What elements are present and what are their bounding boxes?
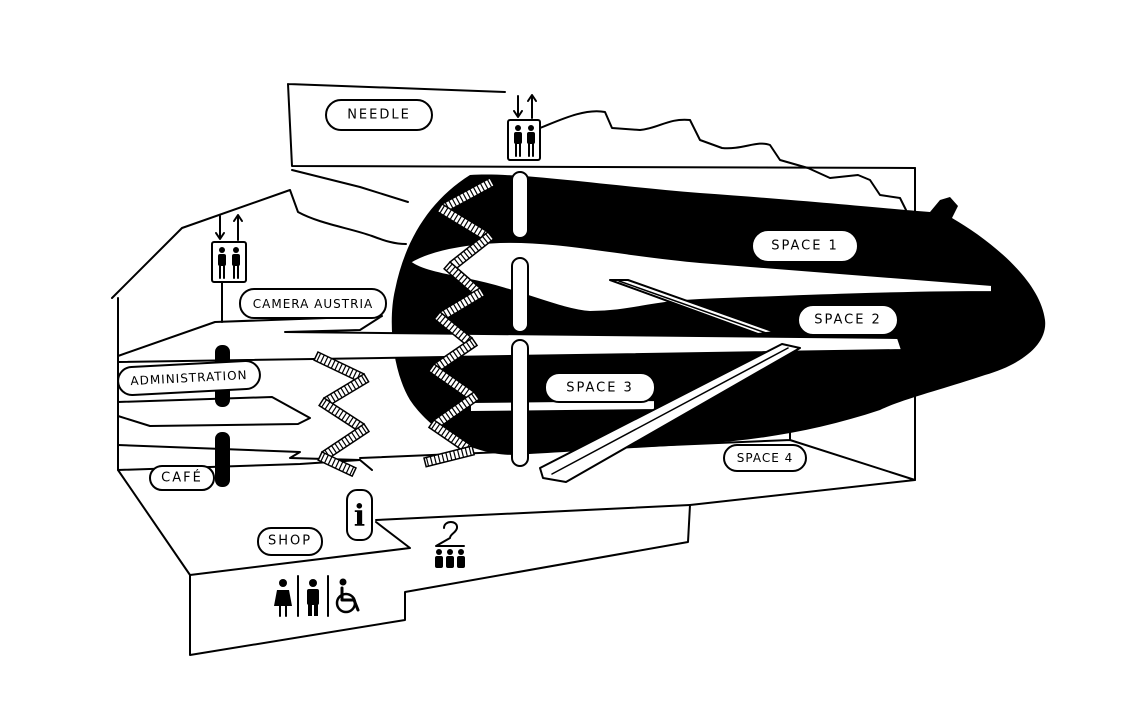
label-space-4-text: SPACE 4 xyxy=(737,451,794,465)
camera-austria-space-2-floor xyxy=(117,315,903,363)
label-shop-text: SHOP xyxy=(268,534,312,549)
stair-flight xyxy=(322,372,370,407)
needle-roof-wave xyxy=(539,110,907,211)
central-staircase xyxy=(423,176,496,468)
elevator-icon xyxy=(211,214,247,283)
info-line xyxy=(375,504,691,521)
elevator-shaft-lower xyxy=(215,432,230,487)
stair-flight xyxy=(440,176,496,213)
label-space-1-text: SPACE 1 xyxy=(771,239,839,254)
toilets xyxy=(274,575,360,617)
label-needle-text: NEEDLE xyxy=(347,108,411,123)
info-icon: i xyxy=(346,489,373,541)
stair-flight xyxy=(313,350,366,384)
travelators xyxy=(539,279,801,483)
lower-travelator xyxy=(539,343,801,483)
info-glyph: i xyxy=(354,499,365,534)
toilet-women-icon xyxy=(274,579,292,617)
lower-travelator-rail xyxy=(551,347,789,475)
stairs xyxy=(313,176,496,478)
label-shop: SHOP xyxy=(257,527,323,556)
administration-floor xyxy=(117,396,311,427)
west-wing-outline xyxy=(111,189,407,299)
label-space-3: SPACE 3 xyxy=(544,372,656,403)
space-4-floor xyxy=(359,423,916,481)
label-administration: ADMINISTRATION xyxy=(117,360,261,396)
stair-flight xyxy=(432,336,479,373)
stair-flight xyxy=(438,286,486,321)
cloakroom-icon xyxy=(435,521,465,568)
upper-travelator-rail xyxy=(618,280,767,334)
label-space-1: SPACE 1 xyxy=(751,229,859,263)
central-pillar-middle xyxy=(511,257,529,333)
label-cafe: CAFÉ xyxy=(149,465,215,491)
elevator-icon xyxy=(507,94,541,161)
label-space-2-text: SPACE 2 xyxy=(814,313,882,328)
label-camera-austria: CAMERA AUSTRIA xyxy=(239,288,387,319)
label-space-3-text: SPACE 3 xyxy=(566,381,634,396)
west-staircase xyxy=(313,350,371,478)
space-1-floor xyxy=(409,240,993,313)
label-space-4: SPACE 4 xyxy=(723,444,807,472)
central-pillar-upper xyxy=(511,171,529,239)
label-space-2: SPACE 2 xyxy=(797,304,899,336)
wheelchair-icon xyxy=(335,578,360,614)
label-camera-austria-text: CAMERA AUSTRIA xyxy=(253,297,373,311)
stair-flight xyxy=(317,451,357,478)
lower-floor-line xyxy=(117,444,373,471)
stair-flight xyxy=(443,260,482,296)
toilet-men-icon xyxy=(307,579,319,616)
needle-outline xyxy=(287,83,916,203)
label-needle: NEEDLE xyxy=(325,99,433,131)
central-pillar-lower xyxy=(511,339,529,467)
stair-flight xyxy=(423,445,476,468)
stair-flight xyxy=(433,310,474,347)
label-cafe-text: CAFÉ xyxy=(161,470,203,486)
label-administration-text: ADMINISTRATION xyxy=(130,368,248,388)
outer-wall xyxy=(117,167,916,656)
